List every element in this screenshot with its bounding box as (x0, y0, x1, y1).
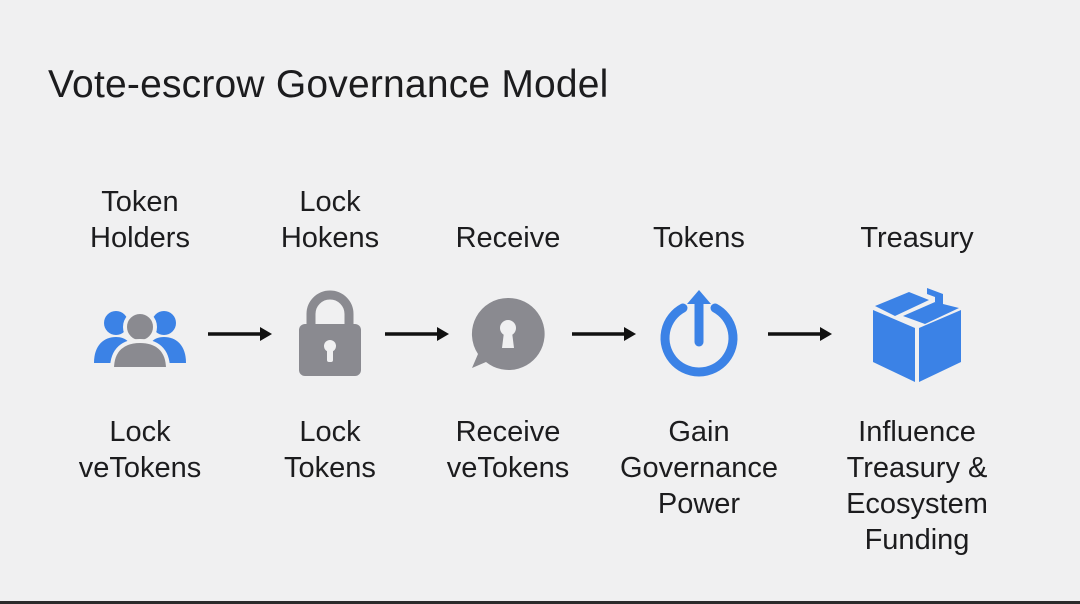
padlock-icon (299, 290, 361, 376)
stage-bottom-label: Receive veTokens (388, 414, 628, 486)
keyhole-bubble-icon (471, 297, 545, 370)
label-line: Receive (455, 416, 561, 448)
stage-treasury: Treasury Influence Treasury & Ecosystem … (797, 0, 1037, 604)
stage-lock-tokens: Lock Hokens Lock Tokens (210, 0, 450, 604)
stage-token-holders: Token Holders Lock veTokens (20, 0, 260, 604)
users-icon (94, 310, 186, 371)
flow-arrow (385, 327, 449, 341)
label-line: Governance (620, 452, 778, 484)
stage-tokens: Tokens Gain Governance Power (579, 0, 819, 604)
flow-arrow (572, 327, 636, 341)
stage-top-label: Token Holders (20, 184, 260, 256)
stage-bottom-label: Lock Tokens (210, 414, 450, 486)
label-line: Ecosystem (846, 488, 988, 520)
label-line: Tokens (284, 452, 376, 484)
stage-top-label: Lock Hokens (210, 184, 450, 256)
bottom-divider (0, 601, 1080, 604)
label-line: Holders (90, 222, 190, 254)
stage-bottom-label: Lock veTokens (20, 414, 260, 486)
label-line: Tokens (653, 222, 745, 254)
stage-top-label: Treasury (797, 220, 1037, 256)
label-line: Receive (455, 222, 561, 254)
label-line: Lock (109, 416, 171, 448)
label-line: veTokens (446, 452, 570, 484)
label-line: Treasury (860, 222, 974, 254)
stage-bottom-label: Gain Governance Power (579, 414, 819, 522)
label-line: Power (657, 488, 741, 520)
power-up-icon (660, 290, 738, 377)
stage-top-label: Tokens (579, 220, 819, 256)
label-line: Gain (668, 416, 730, 448)
label-line: Funding (864, 524, 970, 556)
treasury-cube-icon (873, 288, 961, 382)
label-line: Lock (299, 416, 361, 448)
stage-top-label: Receive (388, 220, 628, 256)
label-line: Influence (858, 416, 976, 448)
stage-receive: Receive Receive veTokens (388, 0, 628, 604)
label-line: Lock (299, 186, 361, 218)
label-line: Treasury & (846, 452, 988, 484)
label-line: Hokens (280, 222, 380, 254)
flow-arrow (208, 327, 272, 341)
page-title: Vote-escrow Governance Model (48, 63, 609, 106)
label-line: veTokens (78, 452, 202, 484)
flow-arrow (768, 327, 832, 341)
stage-bottom-label: Influence Treasury & Ecosystem Funding (797, 414, 1037, 558)
label-line: Token (101, 186, 179, 218)
